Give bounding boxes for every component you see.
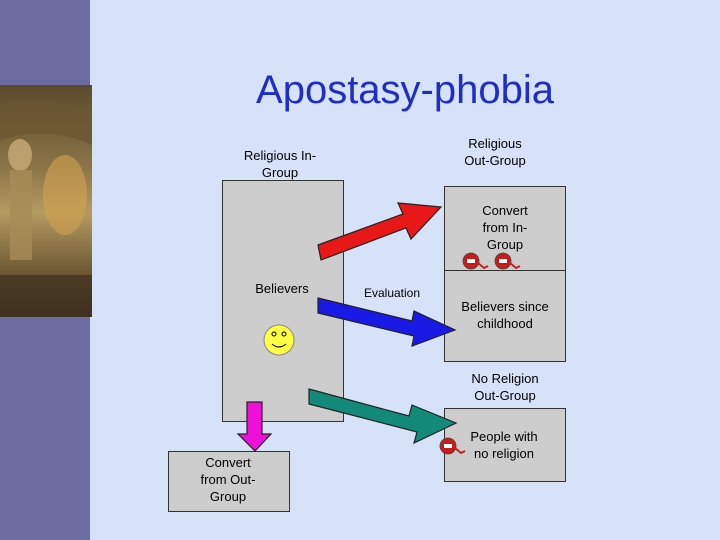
magenta-arrow [236, 401, 273, 452]
teal-arrow [308, 388, 458, 445]
convert-from-out-group-box [168, 451, 290, 512]
believers-since-childhood-box [444, 270, 566, 362]
smiley-face-icon [263, 324, 295, 356]
people-with-no-religion-box [444, 408, 566, 482]
label-convert-from-in-group: Convert from In- Group [482, 203, 528, 252]
label-religious-out-group: Religious Out-Group [464, 136, 526, 168]
label-people-with-no-religion: People with no religion [470, 429, 538, 461]
page-title: Apostasy-phobia [256, 68, 554, 112]
label-believers: Believers [255, 281, 309, 296]
angry-face-icon [462, 252, 489, 270]
label-religious-in-group: Religious In- Group [243, 148, 317, 180]
label-evaluation: Evaluation [363, 286, 421, 300]
angry-face-icon [439, 437, 466, 455]
angry-face-icon [494, 252, 521, 270]
blue-arrow [317, 297, 457, 347]
label-no-religion-out-group: No Religion Out-Group [471, 371, 539, 403]
sidebar-photo [0, 85, 92, 317]
label-believers-since-childhood: Believers since childhood [461, 299, 549, 331]
label-convert-from-out-group: Convert from Out- Group [200, 455, 256, 504]
red-arrow [317, 202, 443, 261]
